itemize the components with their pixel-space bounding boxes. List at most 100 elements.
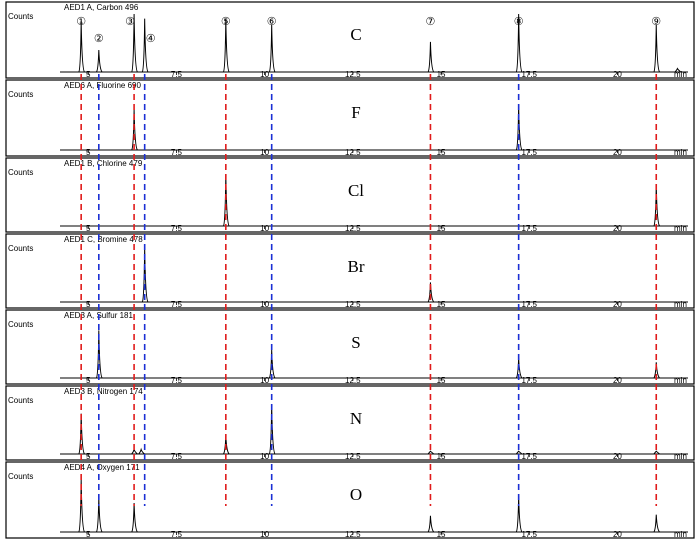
x-tick-label: 15 bbox=[437, 530, 446, 539]
peak bbox=[653, 450, 660, 455]
peak-number-label: ① bbox=[76, 16, 86, 28]
x-unit-label: min bbox=[674, 300, 687, 309]
x-tick-label: 20 bbox=[613, 148, 622, 157]
x-tick-label: 12.5 bbox=[345, 300, 361, 309]
x-tick-label: 15 bbox=[437, 148, 446, 157]
x-tick-label: 12.5 bbox=[345, 148, 361, 157]
peak-number-label: ⑤ bbox=[221, 16, 231, 28]
y-axis-label: Counts bbox=[8, 472, 33, 481]
x-tick-label: 15 bbox=[437, 376, 446, 385]
peak bbox=[95, 330, 103, 379]
peak bbox=[78, 20, 86, 73]
x-unit-label: min bbox=[674, 376, 687, 385]
x-tick-label: 7.5 bbox=[171, 70, 183, 79]
peak bbox=[653, 514, 661, 533]
x-tick-label: 5 bbox=[86, 530, 91, 539]
peak bbox=[515, 450, 523, 455]
y-axis-label: Counts bbox=[8, 12, 33, 21]
panel-header: AED1 A, Carbon 496 bbox=[64, 3, 139, 12]
peak-number-label: ⑧ bbox=[514, 16, 524, 28]
peak bbox=[138, 447, 145, 455]
x-tick-label: 20 bbox=[613, 300, 622, 309]
x-tick-label: 20 bbox=[613, 224, 622, 233]
x-tick-label: 5 bbox=[86, 452, 91, 461]
x-tick-label: 17.5 bbox=[521, 300, 537, 309]
x-tick-label: 15 bbox=[437, 300, 446, 309]
panel-header: AED6 A, Fluorine 690 bbox=[64, 81, 141, 90]
x-tick-label: 10 bbox=[260, 300, 269, 309]
x-tick-label: 12.5 bbox=[345, 530, 361, 539]
peak bbox=[515, 13, 523, 73]
peak-number-label: ④ bbox=[146, 33, 156, 45]
x-unit-label: min bbox=[674, 224, 687, 233]
peak-number-label: ② bbox=[94, 33, 104, 45]
panel-header: AED4 A, Oxygen 171 bbox=[64, 463, 140, 472]
peak-number-label: ⑥ bbox=[267, 16, 277, 28]
x-tick-label: 15 bbox=[437, 70, 446, 79]
peak bbox=[653, 24, 661, 73]
panel-frame bbox=[5, 157, 695, 233]
x-tick-label: 20 bbox=[613, 452, 622, 461]
element-label: Br bbox=[348, 257, 365, 276]
peak bbox=[427, 41, 435, 73]
x-tick-label: 12.5 bbox=[345, 70, 361, 79]
x-tick-label: 17.5 bbox=[521, 148, 537, 157]
x-tick-label: 5 bbox=[86, 224, 91, 233]
y-axis-label: Counts bbox=[8, 90, 33, 99]
peak bbox=[268, 24, 276, 73]
peak bbox=[515, 496, 523, 533]
panel-frame bbox=[5, 1, 695, 79]
x-unit-label: min bbox=[674, 70, 687, 79]
panel-frame bbox=[5, 385, 695, 461]
peak-number-label: ③ bbox=[125, 16, 135, 28]
x-tick-label: 10 bbox=[260, 452, 269, 461]
peak-number-label: ⑦ bbox=[426, 16, 436, 28]
x-tick-label: 10 bbox=[260, 530, 269, 539]
peak bbox=[674, 67, 682, 73]
element-label: C bbox=[350, 25, 361, 44]
x-tick-label: 20 bbox=[613, 70, 622, 79]
x-tick-label: 5 bbox=[86, 300, 91, 309]
peak bbox=[131, 13, 138, 73]
x-tick-label: 7.5 bbox=[171, 148, 183, 157]
x-unit-label: min bbox=[674, 148, 687, 157]
x-tick-label: 15 bbox=[437, 224, 446, 233]
x-tick-label: 17.5 bbox=[521, 224, 537, 233]
y-axis-label: Counts bbox=[8, 244, 33, 253]
panel-header: AED1 C, Bromine 478 bbox=[64, 235, 143, 244]
peak bbox=[427, 282, 435, 303]
x-tick-label: 5 bbox=[86, 148, 91, 157]
element-label: F bbox=[351, 103, 360, 122]
x-tick-label: 15 bbox=[437, 452, 446, 461]
x-tick-label: 5 bbox=[86, 376, 91, 385]
x-tick-label: 20 bbox=[613, 376, 622, 385]
x-unit-label: min bbox=[674, 530, 687, 539]
y-axis-label: Counts bbox=[8, 168, 33, 177]
y-axis-label: Counts bbox=[8, 320, 33, 329]
x-tick-label: 7.5 bbox=[171, 376, 183, 385]
peak bbox=[78, 413, 85, 455]
peak bbox=[427, 515, 435, 533]
x-tick-label: 17.5 bbox=[521, 530, 537, 539]
peak bbox=[427, 450, 435, 455]
panel-frame bbox=[5, 461, 695, 539]
peak bbox=[653, 362, 661, 379]
y-axis-label: Counts bbox=[8, 396, 33, 405]
element-label: N bbox=[350, 409, 362, 428]
element-label: Cl bbox=[348, 181, 364, 200]
x-tick-label: 7.5 bbox=[171, 224, 183, 233]
panel-frame bbox=[5, 309, 695, 385]
x-tick-label: 10 bbox=[260, 224, 269, 233]
x-tick-label: 7.5 bbox=[171, 530, 183, 539]
panel-frame bbox=[5, 79, 695, 157]
panel-header: AED3 B, Nitrogen 174 bbox=[64, 387, 143, 396]
element-label: S bbox=[351, 333, 360, 352]
x-unit-label: min bbox=[674, 452, 687, 461]
